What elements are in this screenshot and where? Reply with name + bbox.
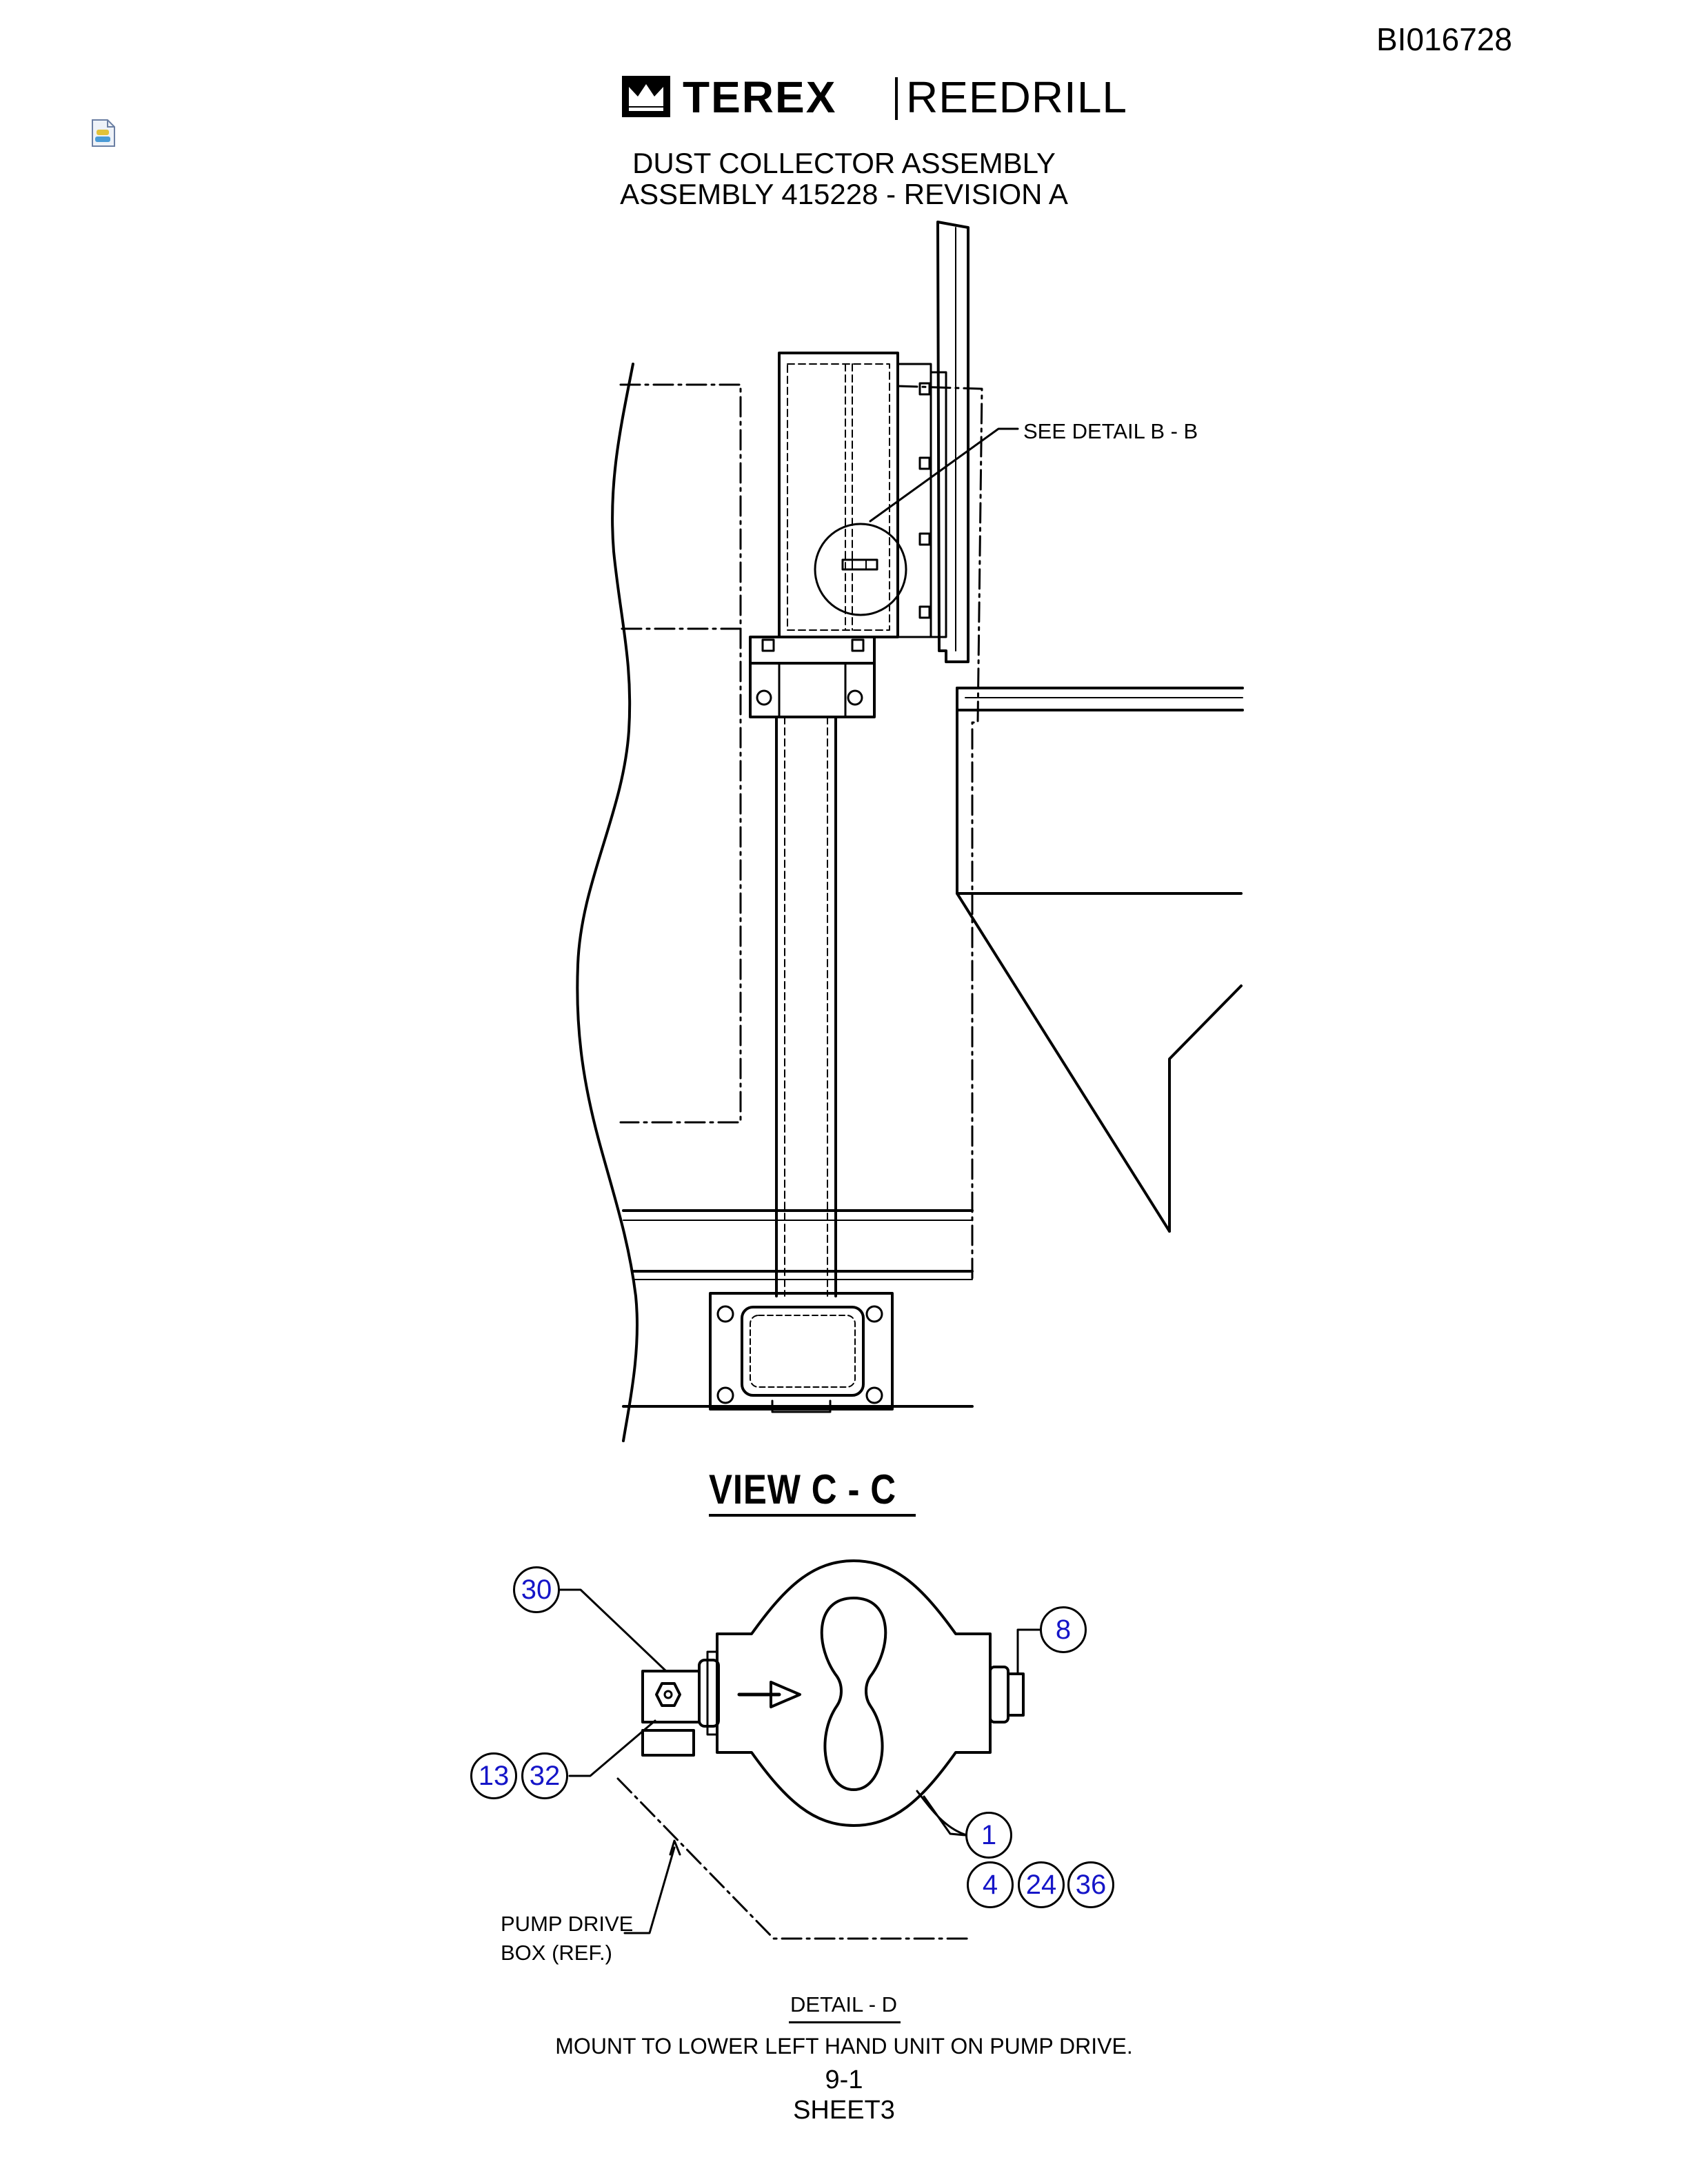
- terex-crown-logo-icon: [621, 74, 672, 123]
- part-balloon: 1: [965, 1812, 1012, 1859]
- brand-division: REEDRILL: [906, 72, 1127, 122]
- detail-title: DETAIL - D: [790, 1992, 898, 2016]
- mounting-note: MOUNT TO LOWER LEFT HAND UNIT ON PUMP DR…: [555, 2034, 1133, 2059]
- detail-callout-label: SEE DETAIL B - B: [1023, 419, 1198, 443]
- brand-separator: [895, 77, 898, 120]
- document-id: BI016728: [1376, 21, 1512, 57]
- part-balloon: 13: [470, 1752, 517, 1799]
- part-balloon: 8: [1040, 1606, 1087, 1653]
- left-fitting-block: [641, 1670, 701, 1723]
- sheet-label: SHEET3: [793, 2096, 895, 2125]
- part-balloon: 32: [521, 1752, 568, 1799]
- collector-box: [778, 352, 899, 638]
- detail-b-circle: [814, 523, 907, 616]
- flow-arrow-icon: [737, 1681, 801, 1708]
- page-title: DUST COLLECTOR ASSEMBLY: [632, 147, 1056, 179]
- base-plate: [709, 1292, 894, 1410]
- view-title: VIEW C - C: [709, 1466, 896, 1513]
- part-balloon: 36: [1067, 1861, 1114, 1908]
- pump-drive-label-ref: BOX (REF.): [501, 1941, 612, 1965]
- break-line-left: [576, 363, 639, 1442]
- pump-body: [716, 1559, 992, 1827]
- pump-lobe: [820, 1597, 887, 1791]
- part-balloon: 4: [967, 1861, 1014, 1908]
- brand-name: TEREX: [683, 72, 837, 122]
- mounting-plate: [936, 221, 969, 663]
- pump-drive-label: PUMP DRIVE: [501, 1912, 634, 1936]
- attachment-icon[interactable]: [91, 119, 116, 148]
- assembly-subtitle: ASSEMBLY 415228 - REVISION A: [620, 178, 1068, 210]
- part-balloon: 30: [513, 1566, 560, 1613]
- page-number: 9-1: [825, 2065, 863, 2094]
- view-title-underline: [709, 1514, 916, 1517]
- detail-title-underline: [789, 2021, 901, 2023]
- part-balloon: 24: [1018, 1861, 1065, 1908]
